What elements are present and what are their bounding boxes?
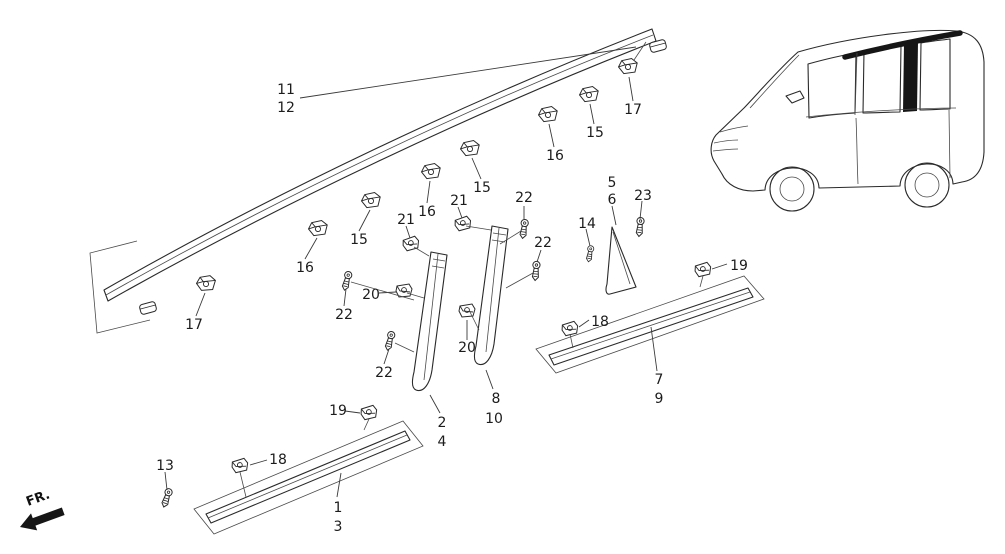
- callout-labels: 11 12 17 15 16 15 16 15 16 17 21 21 22 2…: [156, 82, 748, 535]
- pillar-molding-8-10: [473, 225, 509, 366]
- windshield-line: [749, 54, 800, 109]
- callout-21-a: 21: [397, 212, 415, 228]
- callout-14: 14: [578, 216, 596, 232]
- assembly-connector-lines: [239, 41, 704, 498]
- belt-molding-1-3-box: [193, 420, 424, 535]
- belt-molding-1-3-edge-line: [207, 434, 408, 519]
- callout-17-left: 17: [185, 317, 203, 333]
- pillar-8-10-edge-line: [485, 227, 507, 353]
- vehicle-illustration: [710, 29, 985, 212]
- clip-20-a-icon: [395, 283, 413, 298]
- callout-2: 2: [438, 415, 447, 431]
- pillar-2-4-body: [411, 251, 448, 392]
- callout-23: 23: [634, 188, 652, 204]
- callout-16-b: 16: [418, 204, 436, 220]
- front-wheel-hub: [779, 176, 805, 202]
- callout-19-bottom: 19: [329, 403, 347, 419]
- belt-molding-7-9: [535, 275, 765, 374]
- callout-11: 11: [277, 82, 295, 98]
- front-wheel: [769, 166, 815, 212]
- callout-22-a: 22: [515, 190, 533, 206]
- callout-9: 9: [655, 391, 664, 407]
- roof-drip-molding-black: [842, 30, 963, 60]
- callout-15-c: 15: [586, 125, 604, 141]
- callout-12: 12: [277, 100, 295, 116]
- roof-molding-part: [89, 28, 668, 334]
- callout-16-c: 16: [546, 148, 564, 164]
- leader-lines: [164, 46, 728, 498]
- callout-18-right: 18: [591, 314, 609, 330]
- rear-quarter-glass: [919, 38, 951, 111]
- belt-molding-1-3: [193, 420, 424, 535]
- callout-4: 4: [438, 434, 447, 450]
- callout-19-right: 19: [730, 258, 748, 274]
- callout-3: 3: [334, 519, 343, 535]
- vehicle-body-outline: [710, 29, 985, 192]
- belt-molding-1-3-body: [205, 430, 411, 524]
- pillar-molding-2-4: [411, 251, 448, 392]
- callout-17-top: 17: [624, 102, 642, 118]
- b-pillar-molding-black: [903, 42, 918, 112]
- callout-8: 8: [492, 391, 501, 407]
- clip-20-b-icon: [458, 303, 476, 318]
- callout-5: 5: [608, 175, 617, 191]
- callout-10: 10: [485, 411, 503, 427]
- callout-15-b: 15: [473, 180, 491, 196]
- headlight-line: [719, 125, 749, 133]
- rear-wheel-hub: [914, 172, 940, 198]
- quarter-trim-5-6: [605, 226, 637, 295]
- belt-molding-7-9-body: [548, 287, 754, 366]
- callout-20-b: 20: [458, 340, 476, 356]
- quarter-trim-body: [605, 226, 637, 295]
- callout-13: 13: [156, 458, 174, 474]
- callout-22-d: 22: [375, 365, 393, 381]
- pillar-2-4-edge-line: [423, 253, 446, 381]
- callout-22-b: 22: [534, 235, 552, 251]
- belt-molding-7-9-box: [535, 275, 765, 374]
- callout-16-a: 16: [296, 260, 314, 276]
- callout-1: 1: [334, 500, 343, 516]
- callout-6: 6: [608, 192, 617, 208]
- fr-arrow-icon: [20, 507, 65, 531]
- callout-15-a: 15: [350, 232, 368, 248]
- beltline: [805, 107, 957, 118]
- pillar-8-10-body: [473, 225, 509, 366]
- roof-molding-edge-line: [105, 34, 654, 296]
- rear-wheel: [904, 162, 950, 208]
- quarter-trim-edge-line: [612, 231, 631, 285]
- belt-molding-7-9-edge-line: [550, 291, 751, 360]
- callout-18-bottom: 18: [269, 452, 287, 468]
- callout-22-c: 22: [335, 307, 353, 323]
- door-seam-lines: [854, 52, 951, 185]
- callout-21-b: 21: [450, 193, 468, 209]
- callout-7: 7: [655, 372, 664, 388]
- door-mirror: [785, 90, 805, 104]
- roof-molding-bracket: [89, 240, 151, 334]
- callout-20-a: 20: [362, 287, 380, 303]
- grille-lines: [712, 139, 739, 152]
